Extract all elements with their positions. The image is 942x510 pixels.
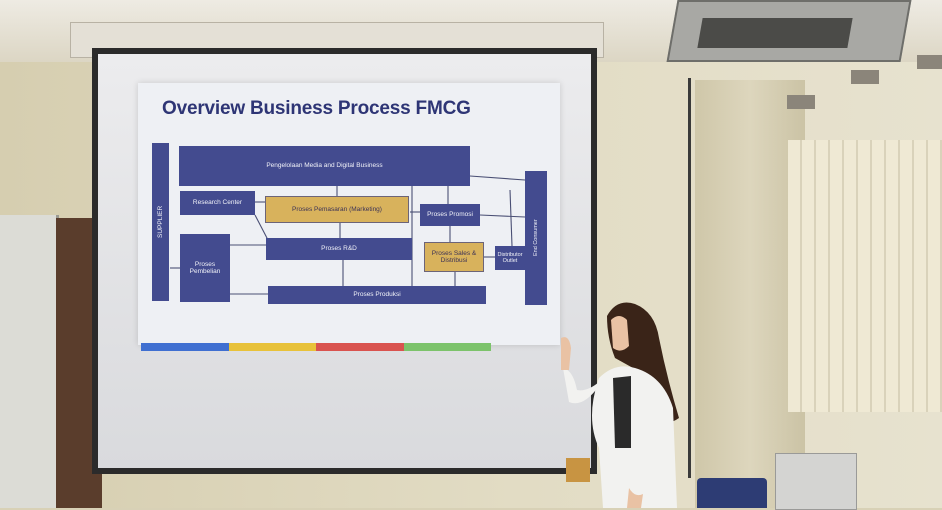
slide-box-supplier: SUPPLIER xyxy=(152,143,169,301)
office-chair xyxy=(697,478,767,508)
stripe-green xyxy=(403,343,491,351)
slide-title: Overview Business Process FMCG xyxy=(162,98,471,119)
slide-box-produksi: Proses Produksi xyxy=(268,286,486,304)
air-vents xyxy=(785,55,942,115)
slide-box-media: Pengelolaan Media and Digital Business xyxy=(179,146,470,186)
slide-box-research: Research Center xyxy=(180,191,255,215)
wall-pillar xyxy=(695,80,805,508)
slide-box-promosi: Proses Promosi xyxy=(420,204,480,226)
slide-color-stripe xyxy=(141,343,491,351)
slide-box-pembelian: Proses Pembelian xyxy=(180,234,230,302)
stripe-blue xyxy=(141,343,229,351)
small-cardboard-box xyxy=(566,458,590,482)
presenter-woman xyxy=(561,302,679,508)
slide-box-rnd: Proses R&D xyxy=(266,238,412,260)
wall-cable xyxy=(688,78,691,478)
stripe-red xyxy=(316,343,404,351)
slide-box-sales: Proses Sales & Distribusi xyxy=(424,242,484,272)
slide-box-consumer: End Consumer xyxy=(525,171,547,305)
laptop xyxy=(775,453,857,510)
slide-box-marketing: Proses Pemasaran (Marketing) xyxy=(265,196,409,223)
window-blinds xyxy=(788,140,942,412)
slide-box-outlet: Distributor Outlet xyxy=(495,246,525,270)
stripe-yellow xyxy=(228,343,316,351)
